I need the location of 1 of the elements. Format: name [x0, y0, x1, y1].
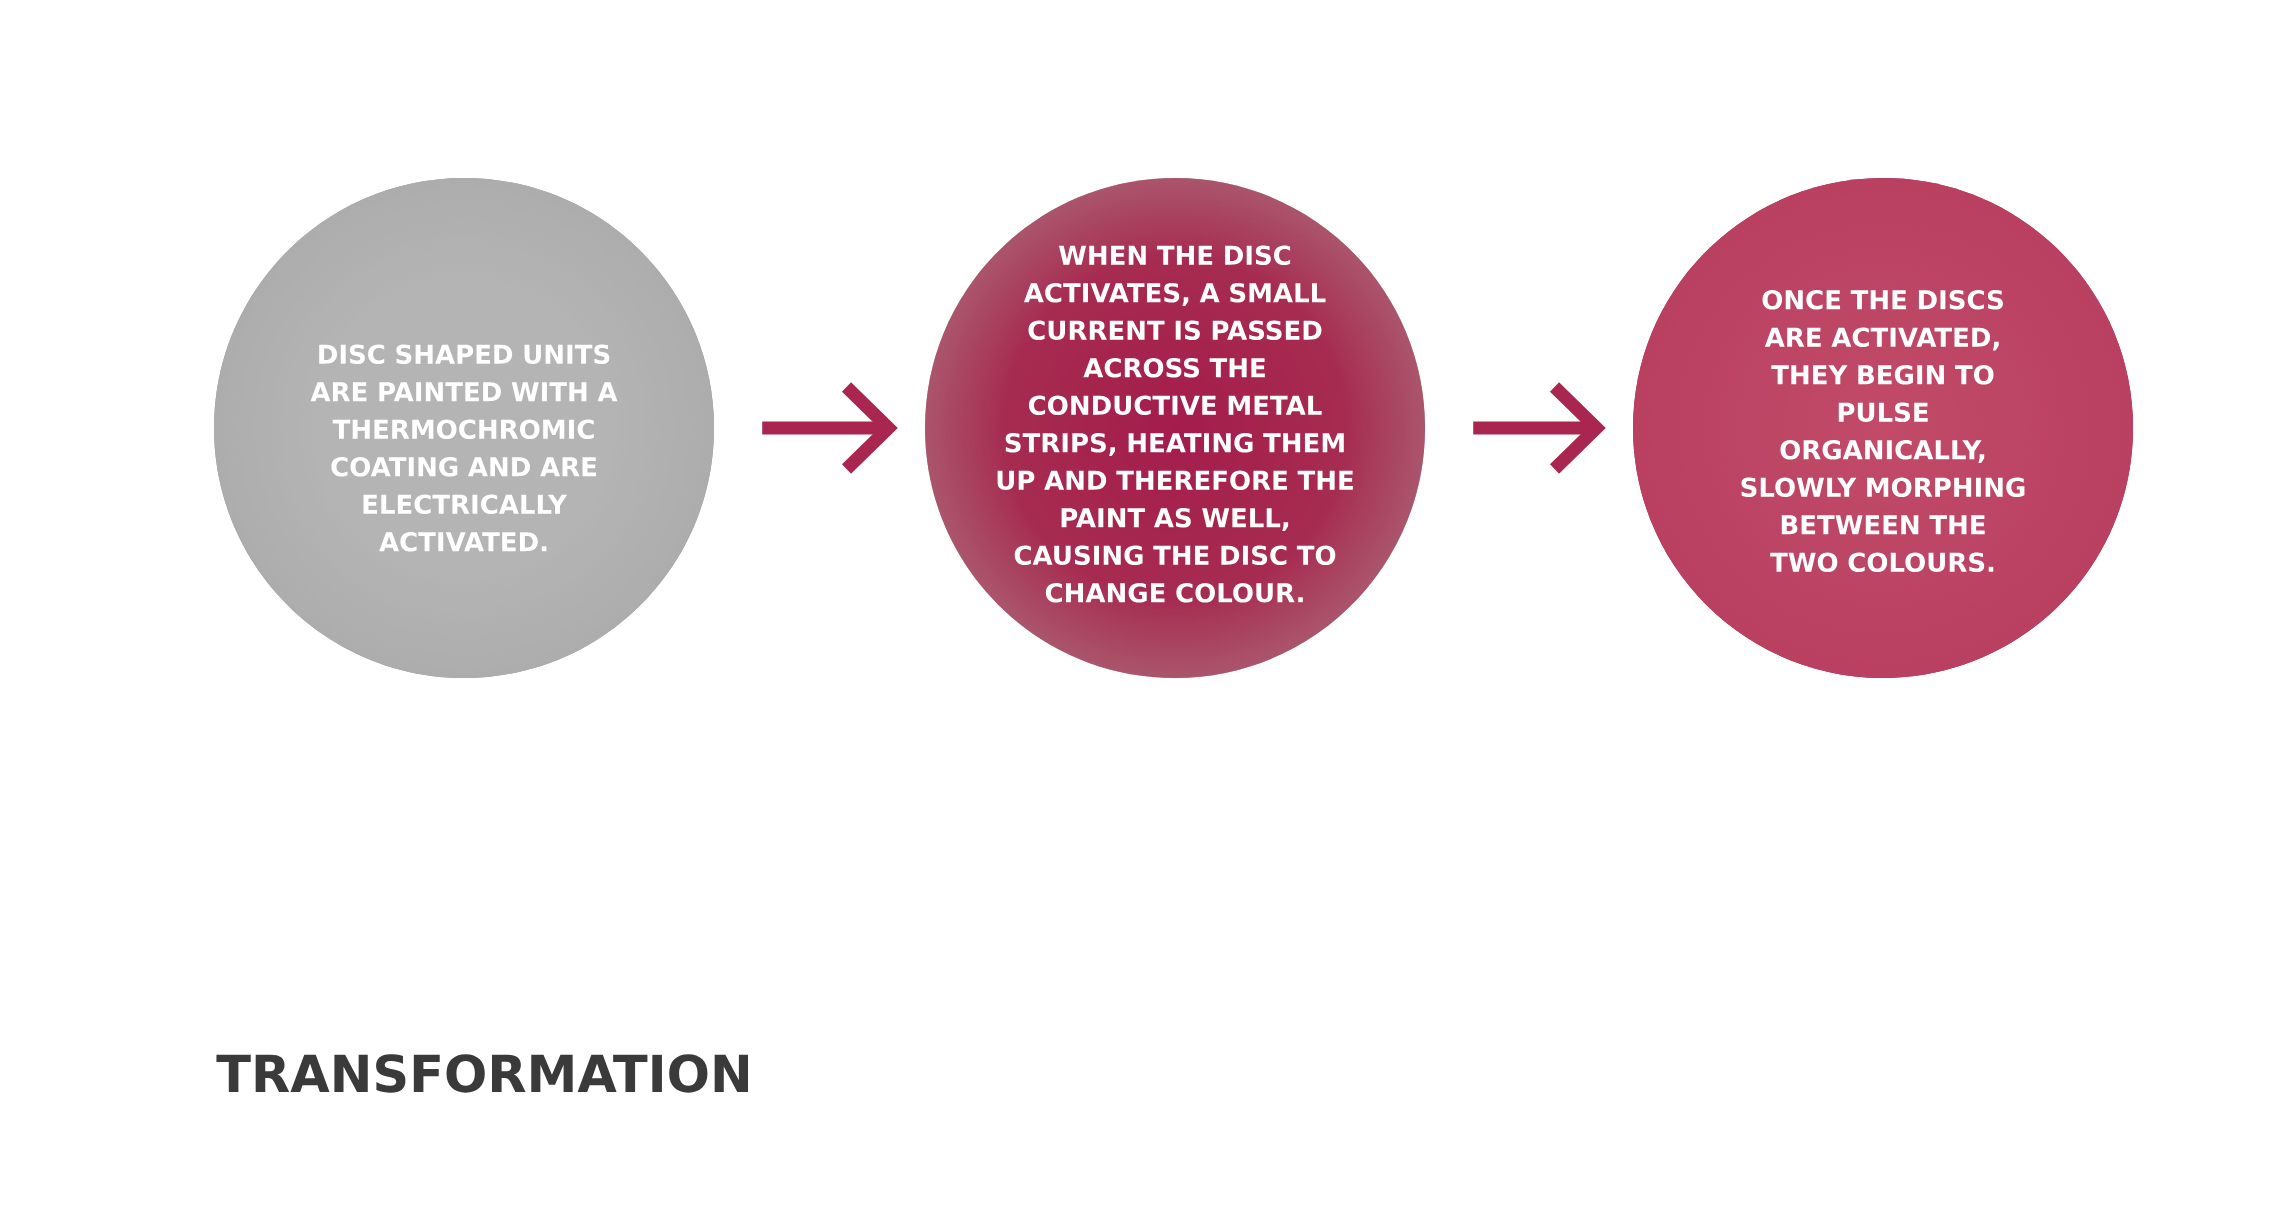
title: TRANSFORMATION [216, 1054, 748, 1093]
